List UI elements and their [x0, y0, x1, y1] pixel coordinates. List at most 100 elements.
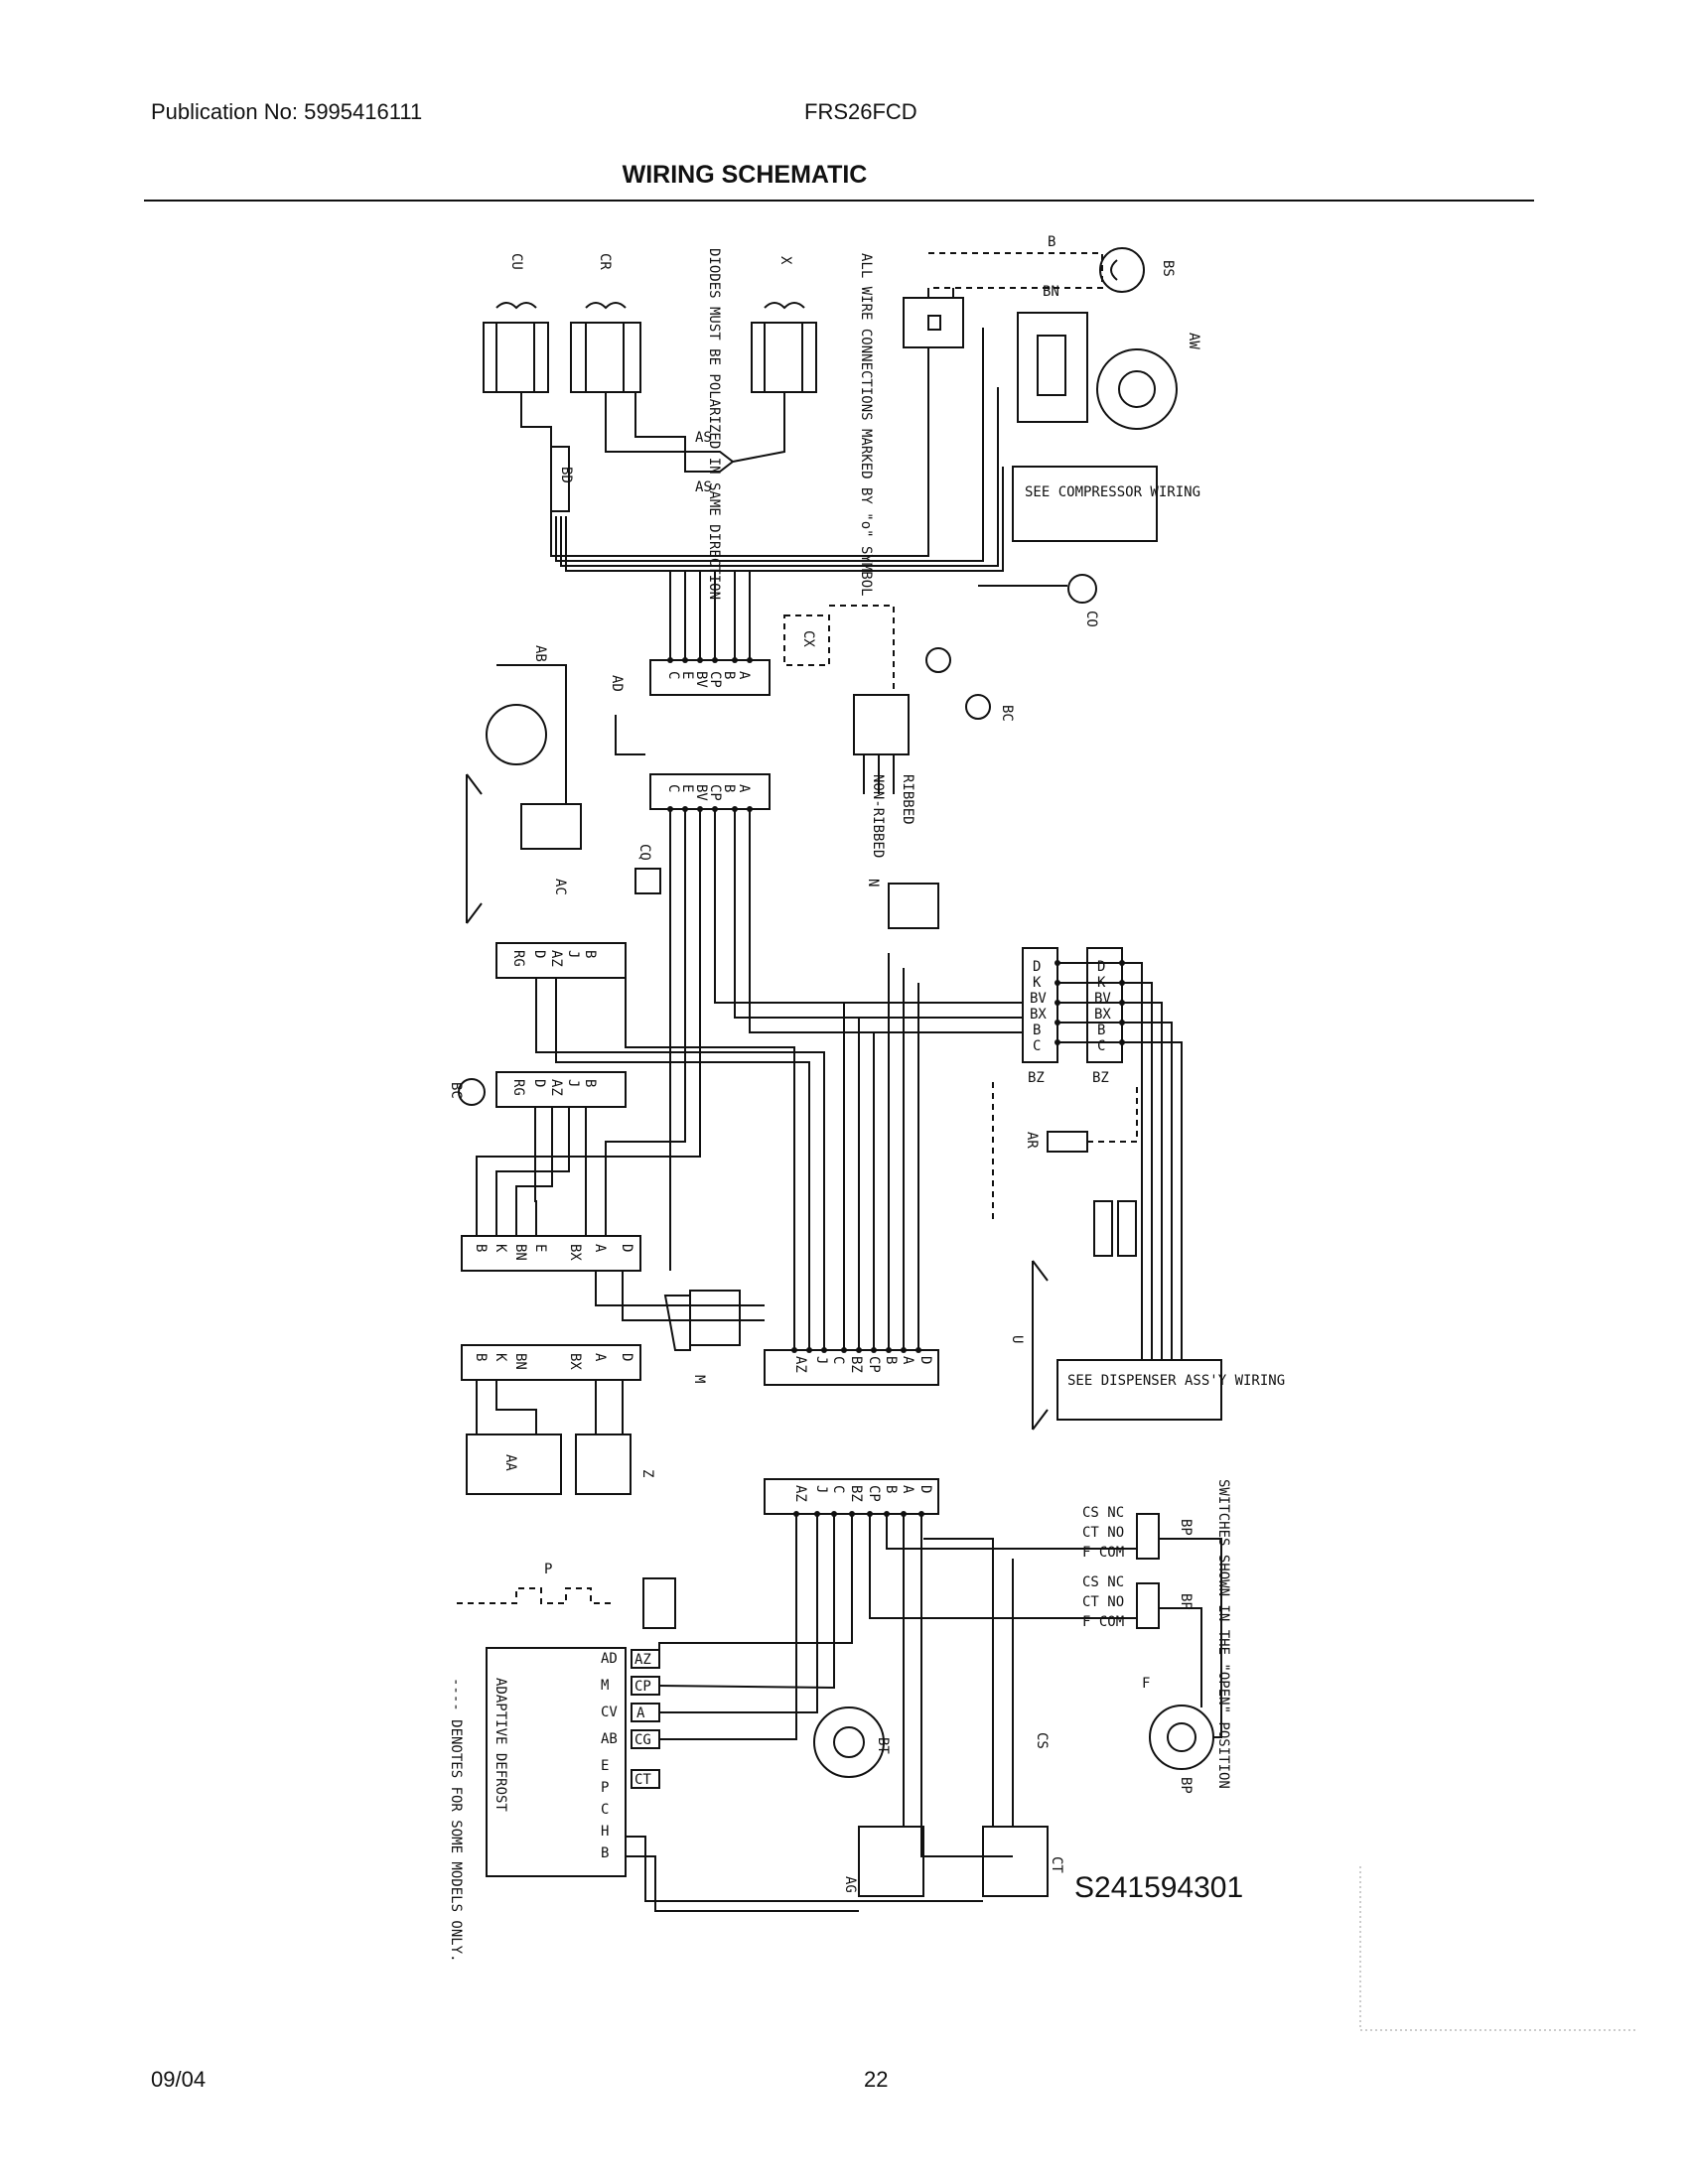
bc-sensor-left: [458, 1078, 486, 1106]
c5-pin-k: K: [1033, 975, 1042, 991]
c5-pin-b: B: [1033, 1023, 1041, 1038]
defrost-pin-cv: CV: [601, 1705, 618, 1720]
c5-pin-bv: BV: [1030, 991, 1047, 1007]
c7-pin-e: E: [532, 1244, 548, 1252]
c4-pin-d: D: [531, 1079, 547, 1087]
note-diodes: DIODES MUST BE POLARIZED IN SAME DIRECTI…: [706, 248, 722, 600]
label-bt: AG: [842, 1876, 858, 1893]
switch-n: [888, 883, 939, 929]
component-ab: AB: [486, 645, 567, 814]
plug-ct-label: CT: [634, 1772, 651, 1788]
c10-pin-c: C: [830, 1485, 846, 1493]
aa-block: [466, 1433, 562, 1495]
label-non-ribbed: NON-RIBBED: [870, 774, 886, 858]
cn-connector: [642, 1577, 676, 1629]
sensor-co: CO: [978, 574, 1099, 627]
c2-pin-c: C: [665, 784, 681, 792]
fan-f: [1149, 1705, 1214, 1770]
connector-c1: [649, 659, 771, 696]
u-heater: [1032, 1260, 1049, 1431]
c6-pin-b: B: [1097, 1023, 1105, 1038]
switch-bp-2: CS NC CT NO F COM BP: [1082, 1574, 1194, 1630]
c4-pin-b: B: [582, 1079, 598, 1087]
ribbed-leads: [863, 754, 895, 794]
c1-pin-cp: CP: [707, 671, 723, 688]
c7-pin-bx: BX: [567, 1244, 583, 1261]
main-harness: [476, 809, 1222, 1912]
note-dispenser: SEE DISPENSER ASS'Y WIRING: [1067, 1373, 1285, 1389]
label-cn: P: [544, 1562, 552, 1577]
label-bc-left: BC: [448, 1082, 464, 1099]
label-aa: AA: [502, 1454, 518, 1471]
junction-dots: [667, 657, 1125, 1517]
label-bp-2: BP: [1178, 1593, 1194, 1610]
model-number: FRS26FCD: [804, 99, 917, 124]
c2-pin-b: B: [721, 784, 737, 792]
c8-pin-j: J: [813, 1356, 829, 1364]
c4-pin-rg: RG: [510, 1079, 526, 1096]
note-switches: SWITCHES SHOWN IN THE "OPEN" POSITION: [1215, 1479, 1231, 1789]
publication-number: Publication No: 5995416111: [151, 99, 423, 124]
label-ac: AC: [552, 879, 568, 895]
bd-resistor-right-2: [1117, 1200, 1137, 1257]
c10-pin-a: A: [900, 1485, 915, 1494]
c1-pin-c: C: [665, 671, 681, 679]
plug-ct: [631, 1769, 660, 1789]
label-bd: BD: [558, 467, 574, 483]
c3-pin-j: J: [565, 950, 581, 958]
c7-pin-b: B: [473, 1244, 489, 1252]
page-title: WIRING SCHEMATIC: [622, 161, 868, 189]
c5-pin-bz: BZ: [1028, 1070, 1045, 1086]
c6-pin-bx: BX: [1094, 1007, 1111, 1023]
c9-pin-d: D: [619, 1353, 634, 1361]
note-compressor: SEE COMPRESSOR WIRING: [1025, 484, 1200, 500]
label-p: BT: [875, 1737, 891, 1754]
c1-pin-bv: BV: [693, 671, 709, 688]
relay-cu: CU: [483, 253, 549, 393]
c4-pin-j: J: [565, 1079, 581, 1087]
label-cq: CQ: [636, 844, 652, 861]
ar-block: [1047, 1131, 1088, 1153]
motor-aw: AW: [1017, 312, 1201, 430]
c2-pin-e: E: [679, 784, 695, 792]
c8-pin-d: D: [917, 1356, 933, 1364]
defrost-pin-c: C: [601, 1802, 609, 1818]
diodes-as: [700, 451, 734, 473]
label-as-2: AS: [695, 479, 712, 495]
label-cx: CX: [800, 630, 816, 647]
c3-pin-d: D: [531, 950, 547, 958]
defrost-pin-b: B: [601, 1845, 609, 1861]
label-bp-motor: BP: [1178, 1777, 1194, 1794]
c7-pin-d: D: [619, 1244, 634, 1252]
motor-m-box: [689, 1290, 741, 1346]
label-ab: AB: [532, 645, 548, 662]
compressor-note-box: [1012, 466, 1158, 542]
connector-c5: [1022, 947, 1058, 1063]
c1-pin-a: A: [736, 671, 752, 680]
label-bc-top: BC: [999, 705, 1015, 722]
bd-resistor-right-1: [1093, 1200, 1113, 1257]
c9-pin-b: B: [473, 1353, 489, 1361]
c10-pin-j: J: [813, 1485, 829, 1493]
thermostat: [853, 694, 910, 755]
c7-pin-a: A: [592, 1244, 608, 1253]
ac-block: [520, 803, 582, 850]
cx-box: [783, 614, 830, 666]
sw1-cs-nc: CS NC: [1082, 1505, 1124, 1521]
plug-a-label: A: [636, 1706, 645, 1721]
c3-pin-az: AZ: [548, 950, 564, 967]
sw2-cs-nc: CS NC: [1082, 1574, 1124, 1590]
c1-pin-e: E: [679, 671, 695, 679]
note-denotes: ---- DENOTES FOR SOME MODELS ONLY.: [448, 1678, 464, 1963]
note-adaptive-defrost: ADAPTIVE DEFROST: [492, 1678, 508, 1812]
page-number: 22: [864, 2067, 889, 2092]
c8-pin-b: B: [883, 1356, 899, 1364]
defrost-pin-e: E: [601, 1758, 609, 1774]
connector-c7: [461, 1235, 641, 1272]
label-ar: AR: [1024, 1132, 1040, 1149]
c9-pin-a: A: [592, 1353, 608, 1362]
footer-date: 09/04: [151, 2067, 207, 2092]
c5-pin-bx: BX: [1030, 1007, 1047, 1023]
bs-connector: [903, 288, 964, 348]
